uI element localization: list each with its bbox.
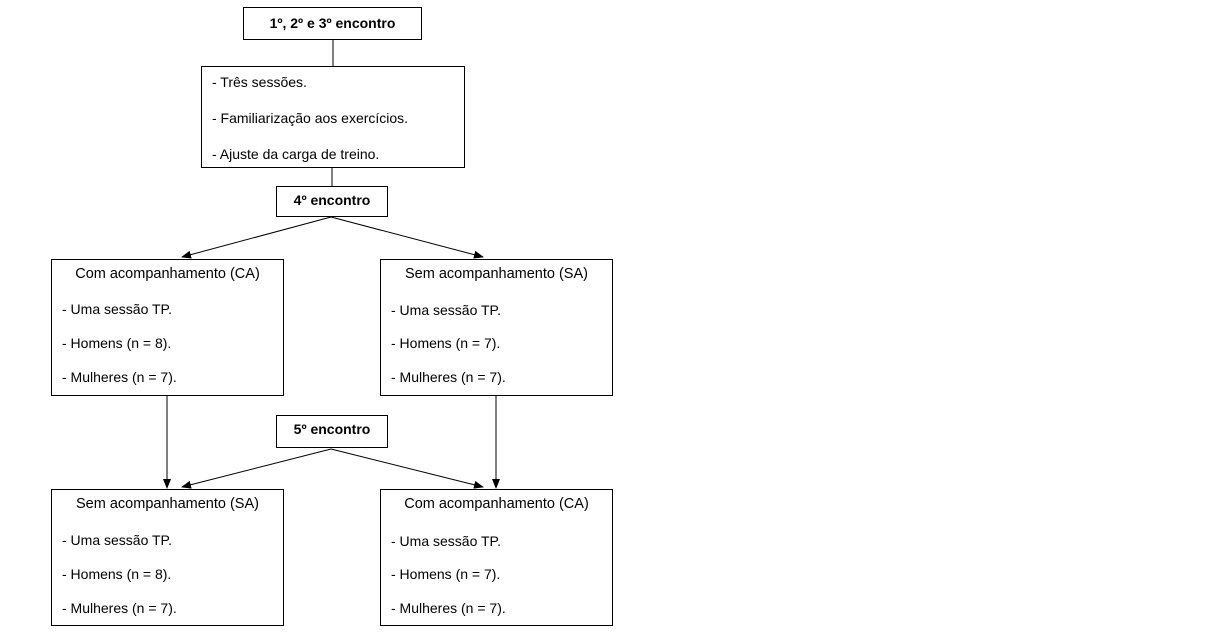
- group-line: - Uma sessão TP.: [391, 533, 501, 549]
- group-heading: Com acompanhamento (CA): [75, 266, 260, 282]
- group-box-ca-fifth: Com acompanhamento (CA) - Uma sessão TP.…: [380, 489, 613, 626]
- group-line: - Homens (n = 8).: [62, 335, 172, 351]
- group-line: - Uma sessão TP.: [391, 302, 501, 318]
- familiarization-line: - Ajuste da carga de treino.: [212, 146, 380, 162]
- group-heading: Sem acompanhamento (SA): [76, 496, 259, 512]
- group-box-ca-fourth: Com acompanhamento (CA) - Uma sessão TP.…: [51, 259, 284, 396]
- familiarization-box: - Três sessões. - Familiarização aos exe…: [201, 66, 465, 168]
- group-box-sa-fifth: Sem acompanhamento (SA) - Uma sessão TP.…: [51, 489, 284, 626]
- group-line: - Homens (n = 7).: [391, 566, 501, 582]
- arrow-fifth-to-ca: [330, 448, 484, 489]
- group-line: - Mulheres (n = 7).: [62, 600, 177, 616]
- fourth-meeting-title: 4º encontro: [293, 192, 371, 208]
- group-line: - Mulheres (n = 7).: [391, 369, 506, 385]
- fourth-meeting-box: 4º encontro: [276, 186, 388, 217]
- group-line: - Mulheres (n = 7).: [62, 369, 177, 385]
- group-line: - Uma sessão TP.: [62, 532, 172, 548]
- group-line: - Homens (n = 7).: [391, 335, 501, 351]
- group-line: - Uma sessão TP.: [62, 301, 172, 317]
- group-line: - Homens (n = 8).: [62, 566, 172, 582]
- arrow-fourth-to-ca: [181, 216, 332, 259]
- first-meetings-box: 1º, 2º e 3º encontro: [243, 7, 422, 40]
- familiarization-line: - Familiarização aos exercícios.: [212, 110, 409, 126]
- group-heading: Com acompanhamento (CA): [404, 496, 589, 512]
- arrow-fifth-to-sa: [181, 448, 332, 489]
- arrow-fourth-to-sa: [330, 216, 484, 259]
- group-line: - Mulheres (n = 7).: [391, 600, 506, 616]
- fifth-meeting-box: 5º encontro: [276, 415, 388, 448]
- group-heading: Sem acompanhamento (SA): [405, 266, 588, 282]
- fifth-meeting-title: 5º encontro: [293, 421, 371, 437]
- first-meetings-title: 1º, 2º e 3º encontro: [269, 15, 396, 31]
- group-box-sa-fourth: Sem acompanhamento (SA) - Uma sessão TP.…: [380, 259, 613, 396]
- familiarization-line: - Três sessões.: [212, 74, 307, 90]
